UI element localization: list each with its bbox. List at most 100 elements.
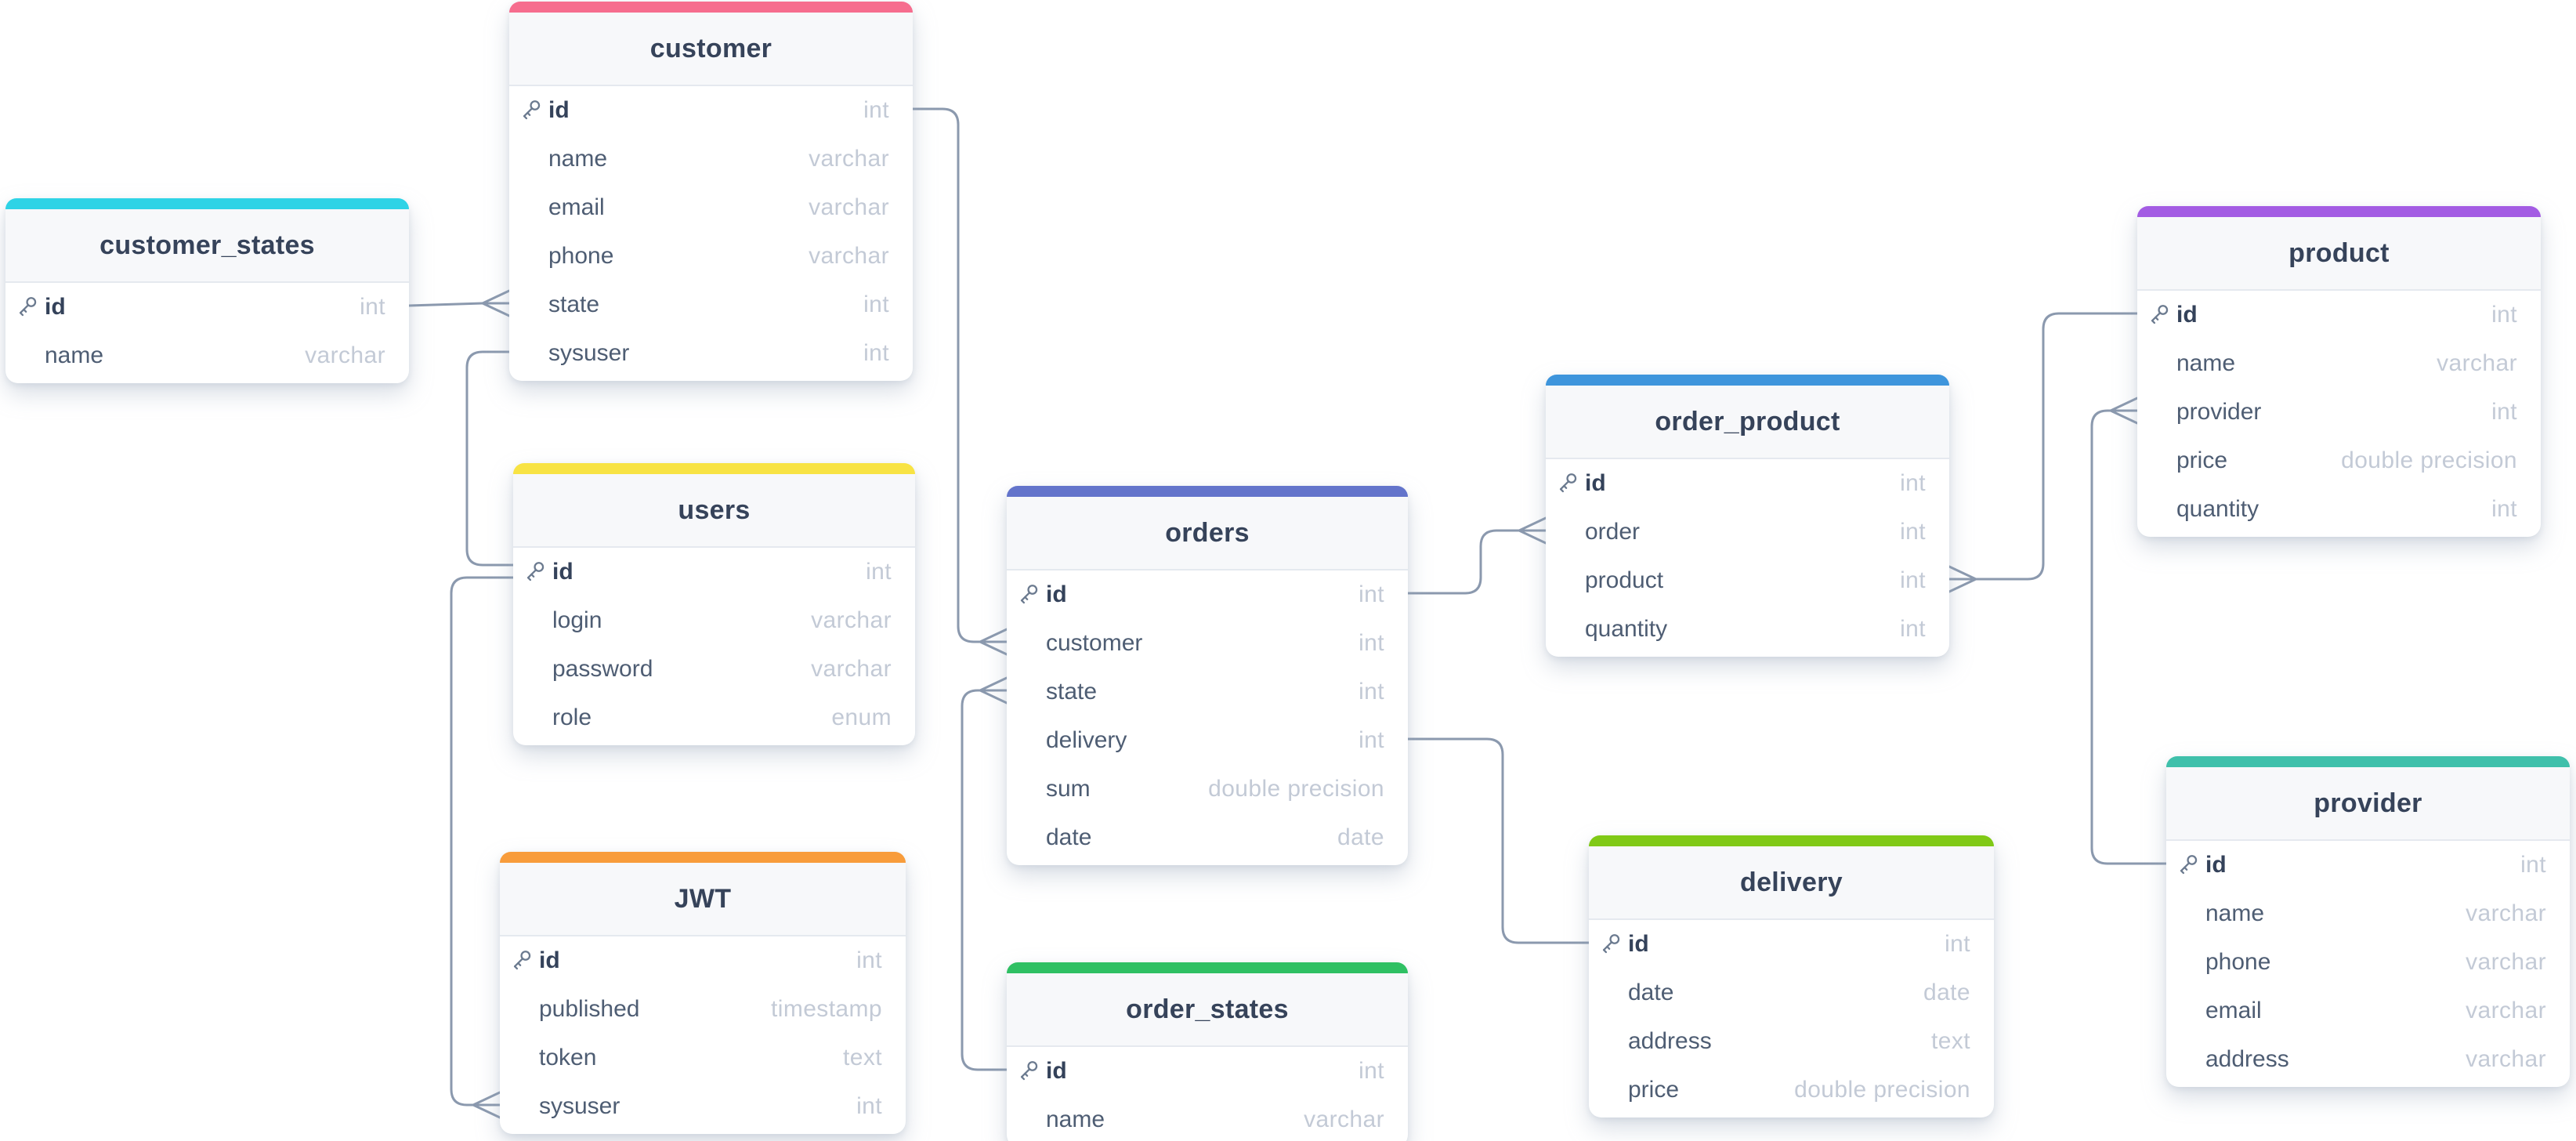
key-icon xyxy=(19,297,37,317)
field-type: int xyxy=(1359,679,1384,705)
field-type: date xyxy=(1923,980,1970,1005)
field-type: int xyxy=(2520,852,2546,878)
field-type: double precision xyxy=(2341,447,2517,473)
field-name: delivery xyxy=(1046,727,1127,753)
key-icon-spacer xyxy=(2147,497,2172,522)
key-icon xyxy=(1602,934,1620,954)
key-icon xyxy=(1559,473,1577,493)
key-icon-spacer xyxy=(2176,1047,2201,1072)
key-icon-spacer xyxy=(1555,568,1580,593)
table-title: orders xyxy=(1007,497,1408,570)
key-icon-spacer xyxy=(519,195,544,220)
crow-foot-product-provider xyxy=(2107,397,2139,425)
table-accent-stripe xyxy=(513,463,915,474)
primary-key-icon xyxy=(509,948,534,973)
field-type: varchar xyxy=(2466,949,2546,975)
key-icon-spacer xyxy=(1016,1107,1041,1132)
key-icon-spacer xyxy=(523,657,548,682)
field-name: id xyxy=(552,559,573,585)
field-name: phone xyxy=(548,243,614,269)
table-title: order_product xyxy=(1546,386,1949,459)
field-type: double precision xyxy=(1794,1077,1970,1103)
table-title: JWT xyxy=(500,863,906,936)
field-name: id xyxy=(1046,581,1067,607)
table-title: customer xyxy=(509,13,913,86)
field-type: int xyxy=(2491,496,2517,522)
field-name: name xyxy=(45,342,104,368)
field-type: timestamp xyxy=(771,996,882,1022)
field-name: provider xyxy=(2176,399,2262,425)
table-title: order_states xyxy=(1007,973,1408,1047)
table-accent-stripe xyxy=(1007,486,1408,497)
field-type: int xyxy=(1359,1058,1384,1084)
field-type: int xyxy=(863,292,889,317)
key-icon-spacer xyxy=(509,1094,534,1119)
field-type: double precision xyxy=(1208,776,1384,802)
relationship-line-customer-orders xyxy=(913,107,980,643)
table-title: provider xyxy=(2166,767,2570,841)
field-type: int xyxy=(1359,630,1384,656)
field-name: order xyxy=(1585,519,1641,545)
crow-foot-orders-customer xyxy=(977,628,1008,656)
field-name: email xyxy=(548,194,605,220)
key-icon-spacer xyxy=(1598,980,1623,1005)
key-icon-spacer xyxy=(1555,617,1580,642)
field-name: id xyxy=(1585,470,1606,496)
